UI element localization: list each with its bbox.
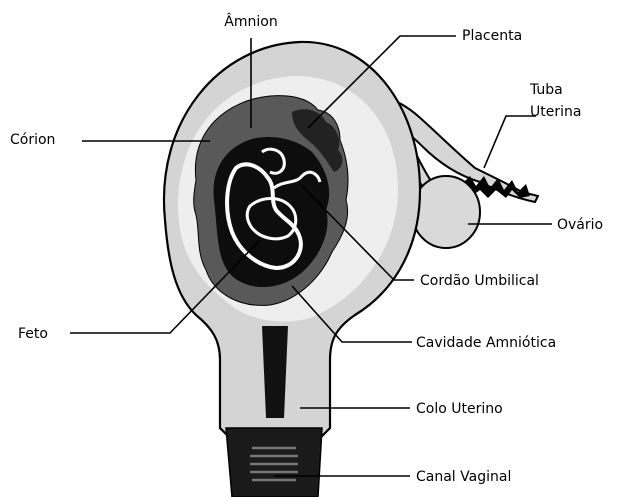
label-tuba-line2: Uterina: [530, 104, 581, 120]
label-feto: Feto: [18, 326, 48, 342]
cervical-canal: [262, 326, 288, 418]
label-cordao: Cordão Umbilical: [420, 273, 539, 289]
ovary: [412, 176, 480, 248]
label-tuba-line1: Tuba: [529, 82, 563, 98]
leader-tuba: [484, 116, 536, 168]
vaginal-canal: [226, 428, 322, 497]
label-corion: Córion: [10, 132, 55, 148]
label-amnion: Âmnion: [224, 12, 277, 30]
label-placenta: Placenta: [462, 28, 522, 44]
label-ovario: Ovário: [557, 217, 603, 233]
label-cavidade: Cavidade Amniótica: [416, 335, 556, 351]
label-canal: Canal Vaginal: [416, 469, 511, 485]
label-colo: Colo Uterino: [416, 401, 503, 417]
